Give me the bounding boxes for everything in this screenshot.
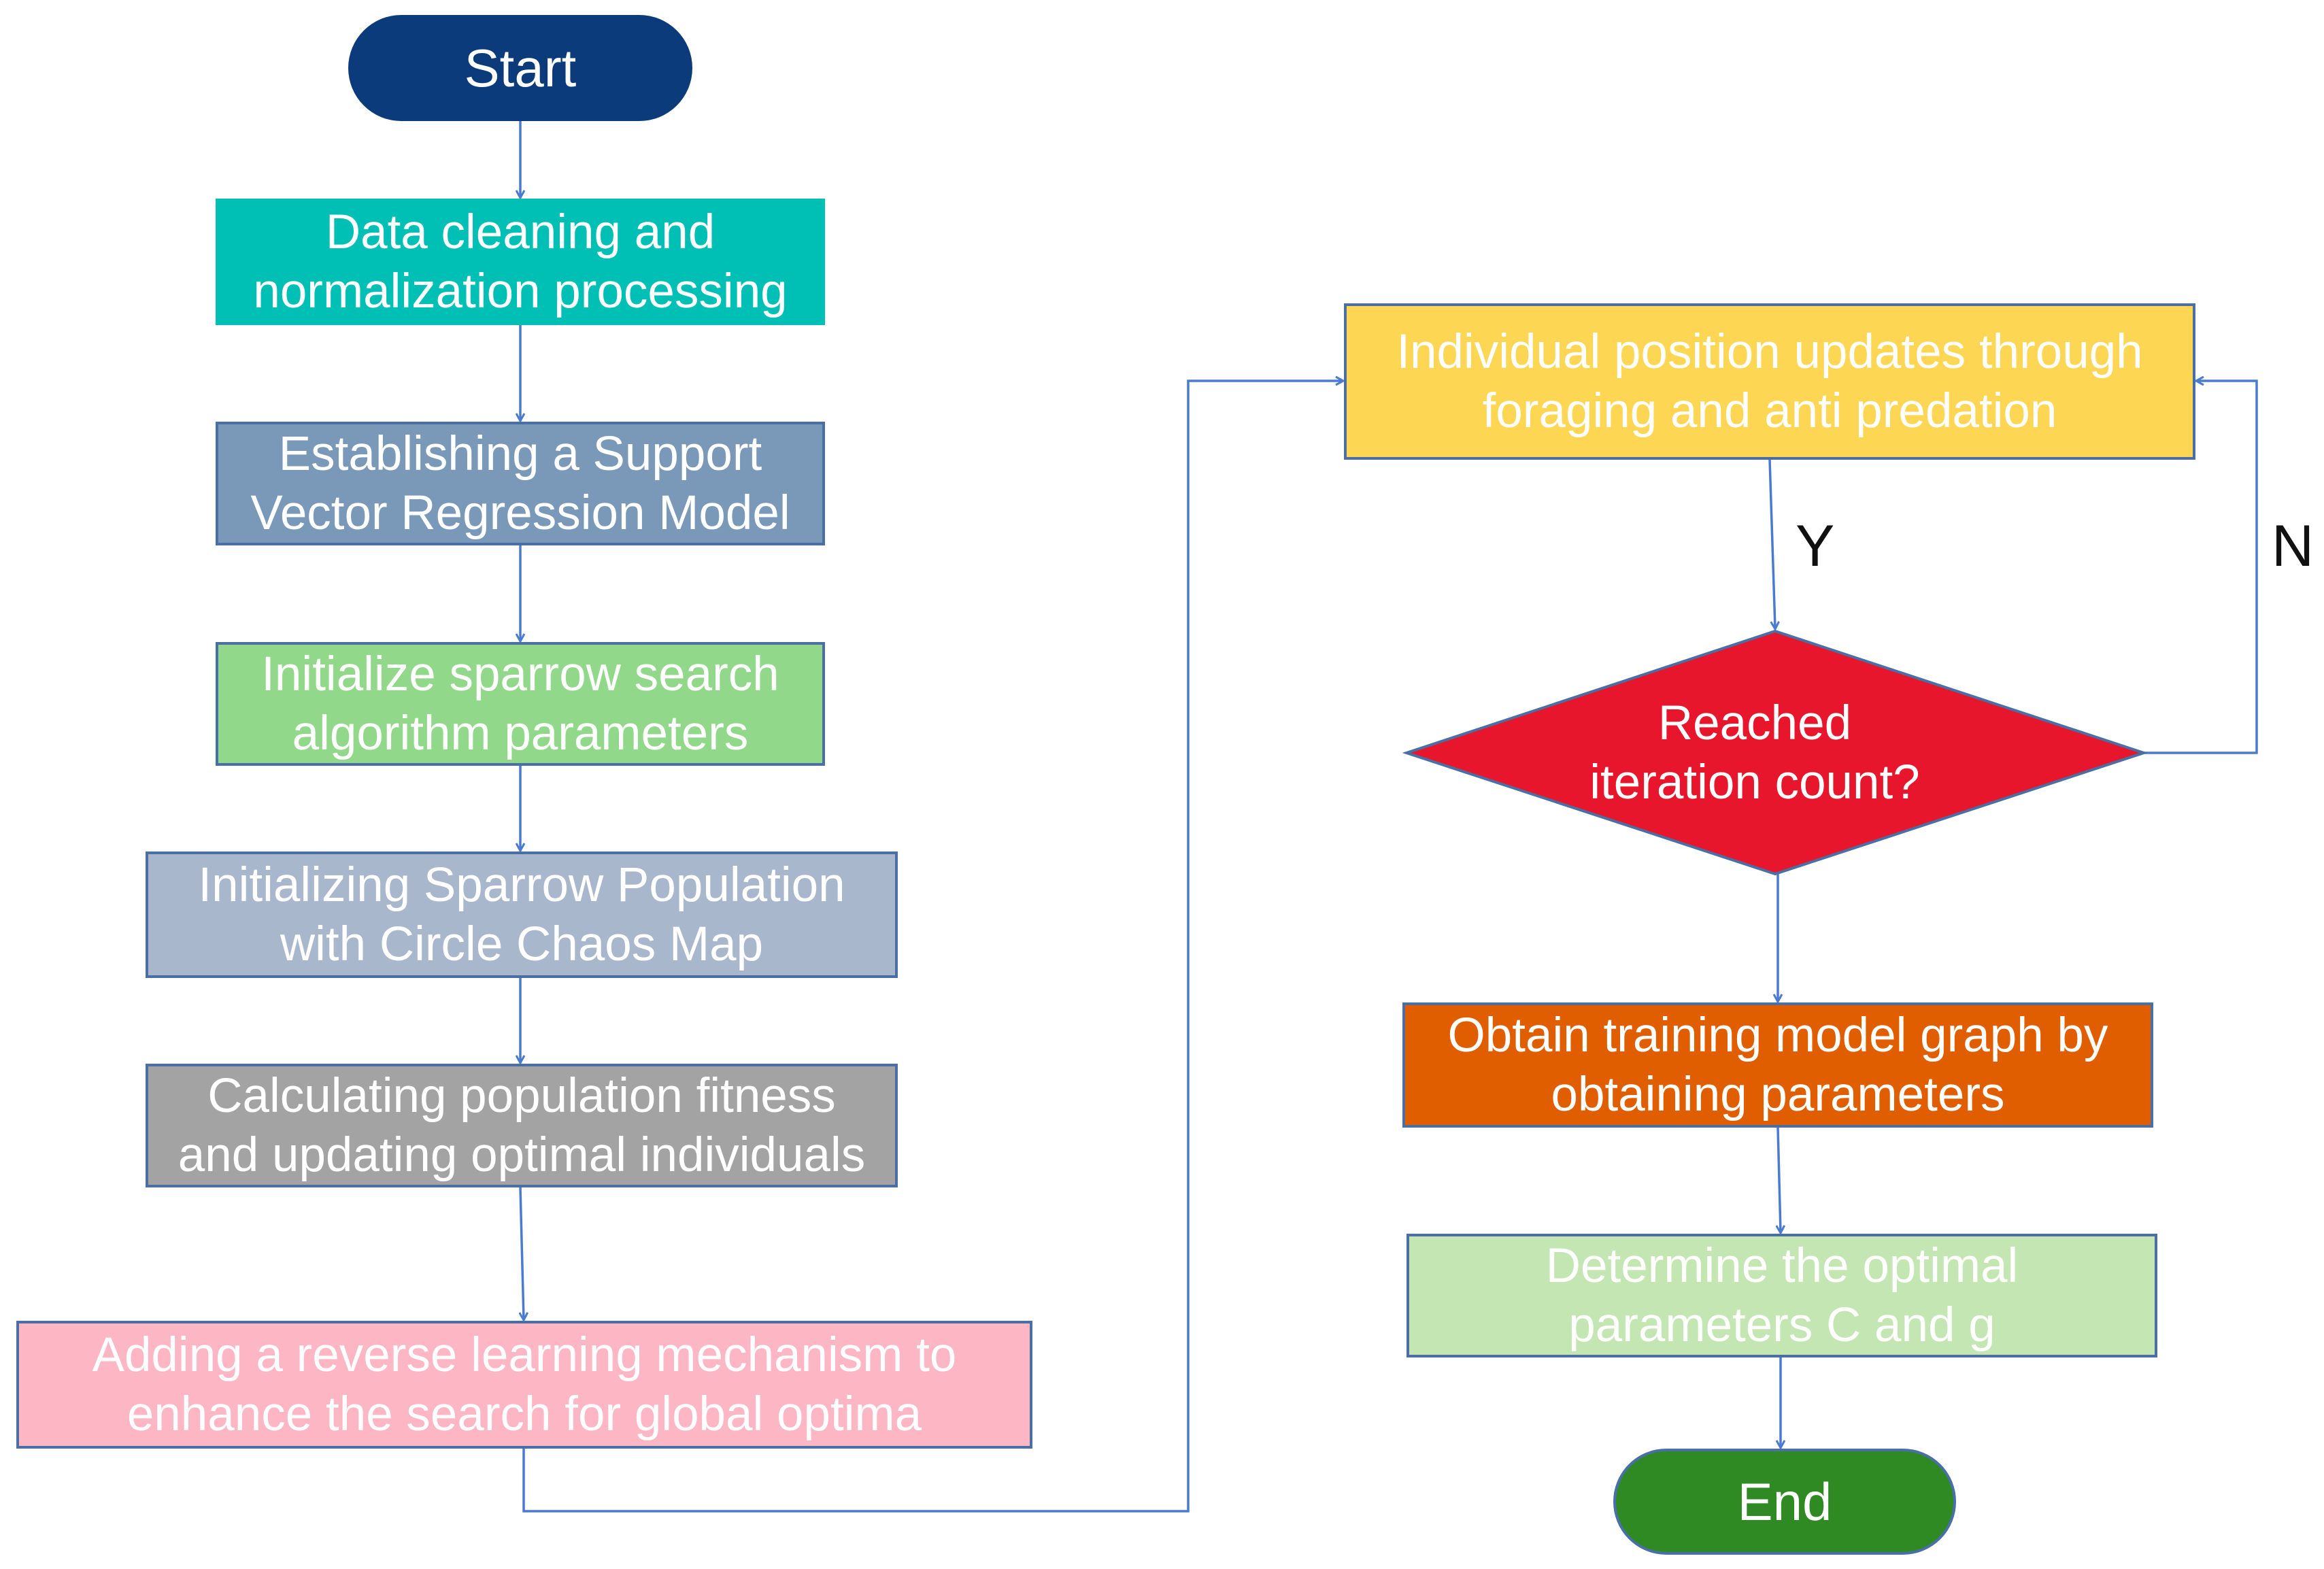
reverse-learning-label: Adding a reverse learning mechanism to e… (92, 1328, 957, 1441)
optimal-params-label: Determine the optimal parameters C and g (1545, 1239, 2019, 1352)
reverse-learning-step: Adding a reverse learning mechanism to e… (16, 1321, 1032, 1449)
svr-model-step: Establishing a Support Vector Regression… (216, 422, 825, 545)
end-terminal: End (1613, 1449, 1956, 1555)
branch-no-label: N (2272, 513, 2314, 579)
end-label: End (1737, 1471, 1832, 1532)
fitness-label: Calculating population fitness and updat… (178, 1069, 866, 1182)
arrow-training-graph-to-optimal (1778, 1127, 1781, 1232)
arrow-decision-no-loop (2144, 381, 2258, 754)
fitness-step: Calculating population fitness and updat… (146, 1064, 898, 1187)
init-params-step: Initialize sparrow search algorithm para… (216, 642, 825, 766)
data-cleaning-label: Data cleaning and normalization processi… (253, 205, 788, 318)
init-population-step: Initializing Sparrow Population with Cir… (146, 851, 898, 978)
svr-model-label: Establishing a Support Vector Regression… (250, 427, 790, 540)
branch-yes-label: Y (1796, 513, 1835, 579)
init-params-label: Initialize sparrow search algorithm para… (261, 647, 779, 760)
arrow-reverse-to-position-update (522, 381, 1343, 1513)
decision-diamond (1402, 629, 2149, 876)
arrow-position-update-to-decision (1768, 459, 1775, 628)
start-label: Start (464, 37, 577, 98)
training-graph-step: Obtain training model graph by obtaining… (1402, 1002, 2153, 1128)
init-population-label: Initializing Sparrow Population with Cir… (198, 858, 845, 971)
data-cleaning-step: Data cleaning and normalization processi… (216, 199, 825, 325)
arrow-fitness-to-reverse (520, 1187, 524, 1319)
position-update-label: Individual position updates through fora… (1396, 325, 2143, 438)
start-terminal: Start (348, 15, 692, 121)
position-update-step: Individual position updates through fora… (1344, 303, 2195, 460)
training-graph-label: Obtain training model graph by obtaining… (1447, 1009, 2108, 1121)
decision-label: Reached iteration count? (1589, 696, 1920, 809)
optimal-params-step: Determine the optimal parameters C and g (1407, 1234, 2157, 1357)
